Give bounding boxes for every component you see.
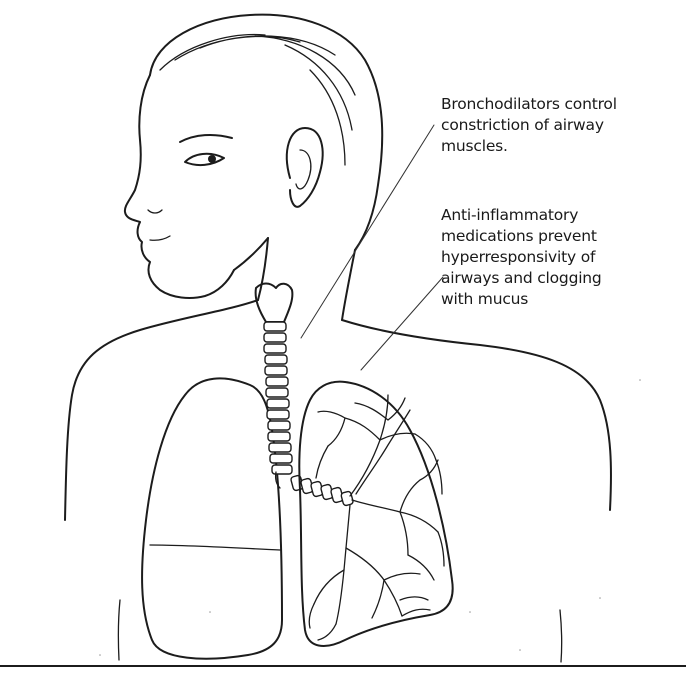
- hair-outline: [150, 15, 382, 250]
- leader-line-bronchodilators: [301, 125, 434, 338]
- leader-line-anti-inflammatory: [361, 277, 443, 370]
- pupil: [208, 155, 216, 163]
- right-lung: [299, 382, 452, 646]
- eye: [185, 154, 224, 165]
- jaw: [234, 238, 268, 270]
- left-lung-fissure: [150, 545, 280, 550]
- left-shoulder: [65, 300, 258, 520]
- face-profile: [125, 75, 234, 298]
- ear: [287, 128, 323, 207]
- scan-specks: [99, 379, 641, 656]
- head: [125, 15, 382, 320]
- nostril: [148, 210, 162, 213]
- mouth: [150, 236, 170, 240]
- airway: [256, 284, 354, 507]
- neck-back: [342, 250, 355, 320]
- right-lung-outline: [299, 382, 452, 646]
- left-lung-outline: [142, 378, 282, 658]
- trachea-rings: [264, 322, 292, 474]
- annotation-anti-inflammatory: Anti-inflammatory medications prevent hy…: [441, 205, 681, 310]
- hair-strands: [160, 35, 355, 165]
- torso: [0, 300, 686, 666]
- left-lung: [142, 378, 282, 658]
- right-arm-line: [560, 610, 562, 662]
- left-arm-line: [118, 600, 120, 660]
- ear-inner: [296, 150, 311, 189]
- eyebrow: [180, 135, 232, 142]
- bronchial-tree: [309, 395, 444, 640]
- annotation-bronchodilators: Bronchodilators control constriction of …: [441, 94, 681, 157]
